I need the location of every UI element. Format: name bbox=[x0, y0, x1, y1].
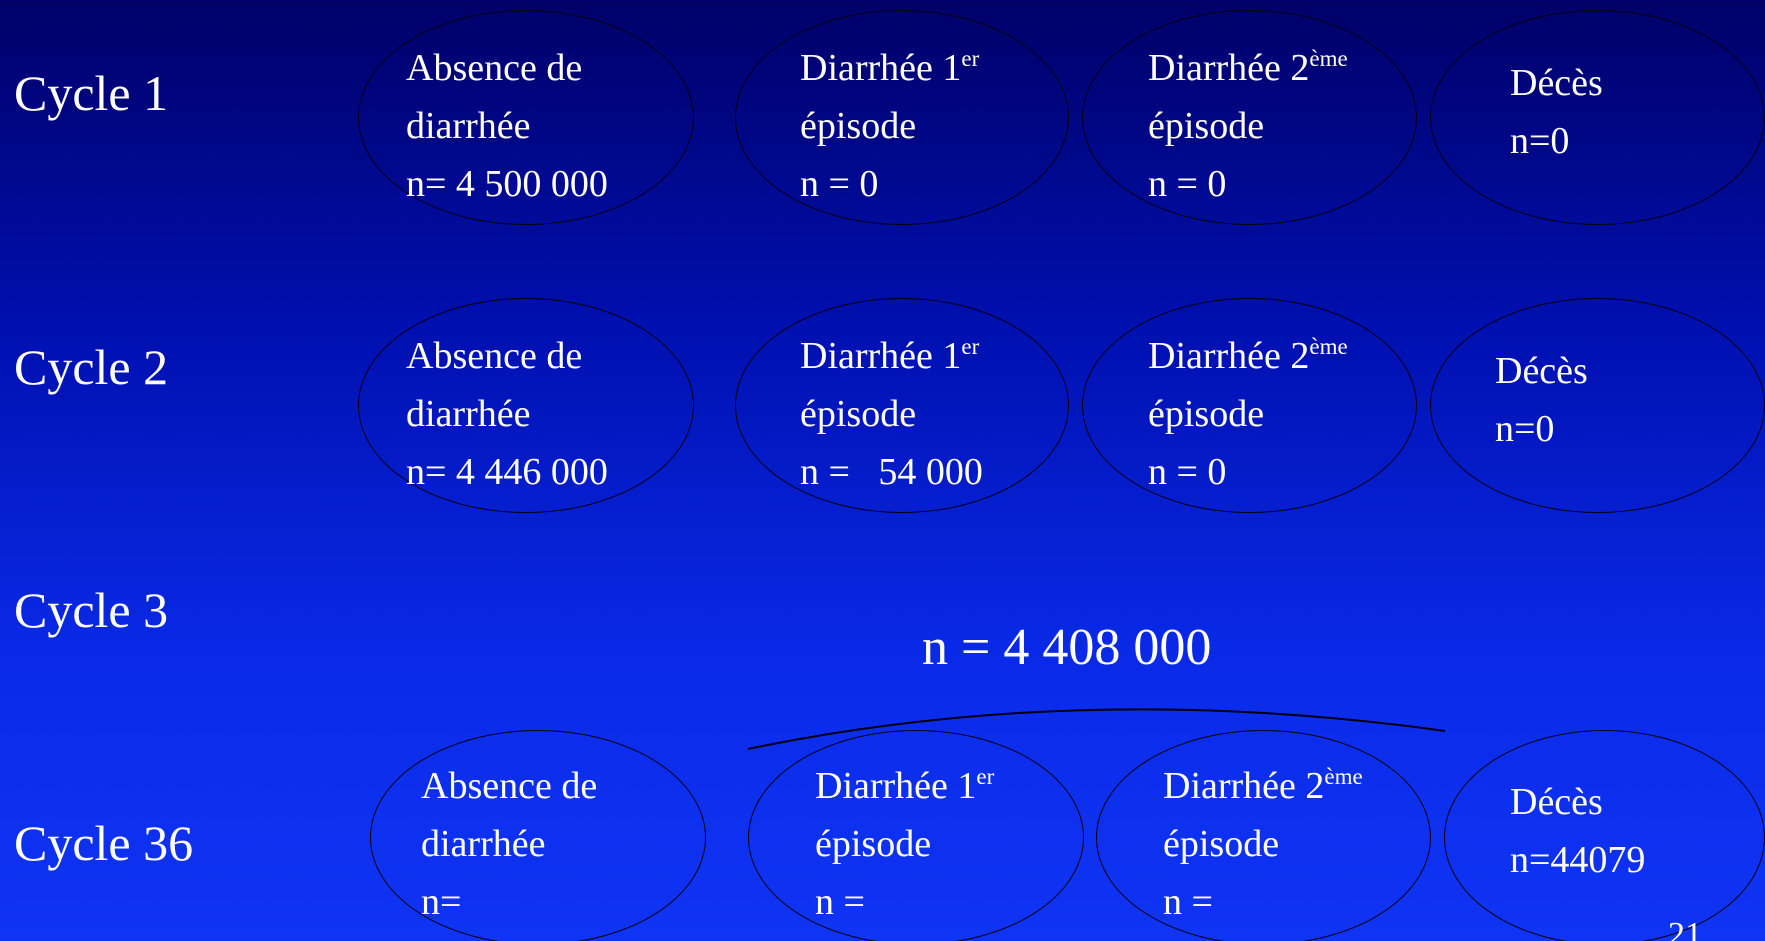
state-subtitle: épisode bbox=[800, 393, 917, 435]
cycle-3-total: n = 4 408 000 bbox=[922, 619, 1212, 676]
state-diarrhea-1-text: Diarrhée 1er épisode n = bbox=[815, 757, 994, 931]
state-diarrhea-1-ellipse bbox=[735, 10, 1069, 225]
state-death-text: Décès n=44079 bbox=[1510, 773, 1645, 889]
state-subtitle: épisode bbox=[815, 823, 932, 865]
state-count: n = 0 bbox=[1148, 163, 1227, 205]
state-title: Absence de bbox=[406, 335, 583, 377]
state-count: n= bbox=[421, 881, 462, 923]
state-absence-text: Absence de diarrhée n= 4 446 000 bbox=[406, 327, 608, 501]
cycle-1-label: Cycle 1 bbox=[14, 65, 169, 121]
state-title: Diarrhée 2 bbox=[1163, 765, 1325, 807]
state-count: n= 4 446 000 bbox=[406, 451, 608, 493]
state-diarrhea-1-text: Diarrhée 1er épisode n = 0 bbox=[800, 39, 979, 213]
state-title: Diarrhée 2 bbox=[1148, 47, 1310, 89]
state-death-ellipse bbox=[1430, 298, 1765, 513]
ordinal-suffix: ème bbox=[1309, 334, 1348, 359]
ordinal-suffix: ème bbox=[1309, 46, 1348, 71]
state-count: n = 0 bbox=[1148, 451, 1227, 493]
state-title: Diarrhée 1 bbox=[800, 47, 962, 89]
state-death-text: Décès n=0 bbox=[1495, 342, 1588, 458]
state-count: n = bbox=[815, 881, 865, 923]
state-title: Absence de bbox=[421, 765, 598, 807]
state-subtitle: épisode bbox=[1163, 823, 1280, 865]
state-title: Décès bbox=[1495, 350, 1588, 392]
state-subtitle: épisode bbox=[1148, 393, 1265, 435]
state-title: Diarrhée 1 bbox=[800, 335, 962, 377]
state-count: n = bbox=[1163, 881, 1213, 923]
state-count: n=0 bbox=[1510, 120, 1570, 162]
state-subtitle: épisode bbox=[800, 105, 917, 147]
state-count: n = 54 000 bbox=[800, 451, 983, 493]
state-subtitle: diarrhée bbox=[421, 823, 546, 865]
state-title: Diarrhée 2 bbox=[1148, 335, 1310, 377]
state-subtitle: épisode bbox=[1148, 105, 1265, 147]
ordinal-suffix: ème bbox=[1324, 764, 1363, 789]
slide-number: 21 bbox=[1668, 916, 1702, 941]
state-absence-text: Absence de diarrhée n= bbox=[421, 757, 597, 931]
ordinal-suffix: er bbox=[961, 46, 980, 71]
cycle-2-label: Cycle 2 bbox=[14, 339, 169, 395]
state-count: n = 0 bbox=[800, 163, 879, 205]
state-title: Absence de bbox=[406, 47, 583, 89]
state-death-text: Décès n=0 bbox=[1510, 54, 1603, 170]
state-count: n= 4 500 000 bbox=[406, 163, 608, 205]
state-diarrhea-2-ellipse bbox=[1096, 730, 1431, 941]
state-title: Décès bbox=[1510, 62, 1603, 104]
state-title: Décès bbox=[1510, 781, 1603, 823]
state-subtitle: diarrhée bbox=[406, 105, 531, 147]
state-absence-ellipse bbox=[358, 298, 694, 513]
state-diarrhea-2-ellipse bbox=[1082, 298, 1417, 513]
state-absence-text: Absence de diarrhée n= 4 500 000 bbox=[406, 39, 608, 213]
state-diarrhea-1-text: Diarrhée 1er épisode n = 54 000 bbox=[800, 327, 983, 501]
cycle-3-label: Cycle 3 bbox=[14, 582, 169, 638]
state-diarrhea-2-text: Diarrhée 2ème épisode n = 0 bbox=[1148, 327, 1348, 501]
ordinal-suffix: er bbox=[976, 764, 995, 789]
cycle-36-label: Cycle 36 bbox=[14, 815, 194, 871]
state-diarrhea-1-ellipse bbox=[748, 730, 1084, 941]
state-count: n=44079 bbox=[1510, 839, 1646, 881]
state-absence-ellipse bbox=[370, 730, 706, 941]
state-subtitle: diarrhée bbox=[406, 393, 531, 435]
state-diarrhea-1-ellipse bbox=[735, 298, 1069, 513]
state-count: n=0 bbox=[1495, 408, 1555, 450]
state-diarrhea-2-text: Diarrhée 2ème épisode n = 0 bbox=[1148, 39, 1348, 213]
state-title: Diarrhée 1 bbox=[815, 765, 977, 807]
state-diarrhea-2-ellipse bbox=[1082, 10, 1417, 225]
state-diarrhea-2-text: Diarrhée 2ème épisode n = bbox=[1163, 757, 1363, 931]
state-absence-ellipse bbox=[358, 10, 694, 225]
ordinal-suffix: er bbox=[961, 334, 980, 359]
